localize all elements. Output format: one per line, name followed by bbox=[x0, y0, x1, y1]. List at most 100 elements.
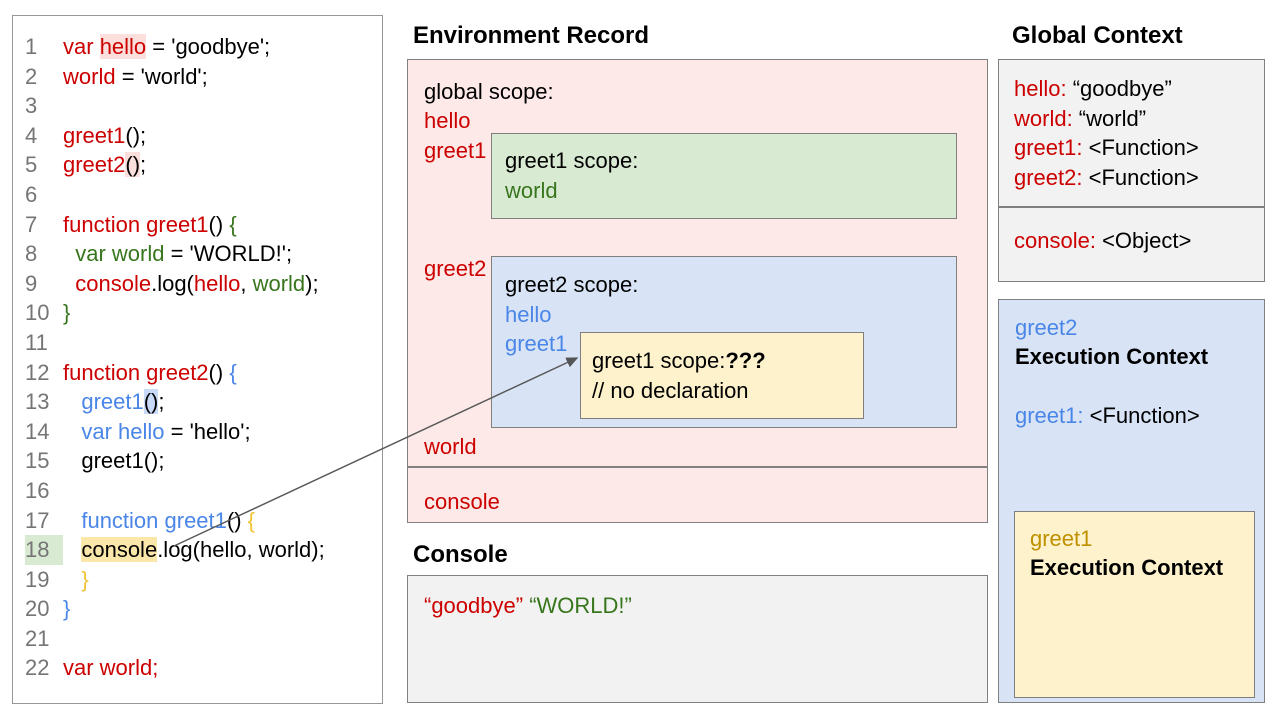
greet2-scope-heading: greet2 scope: bbox=[505, 272, 639, 297]
text-segment: function greet2 bbox=[63, 359, 209, 385]
greet1-scope-box: greet1 scope: world bbox=[491, 133, 957, 219]
line-number: 15 bbox=[25, 448, 50, 474]
text-segment: () bbox=[208, 211, 230, 237]
code-line: 9 console.log(hello, world); bbox=[25, 269, 382, 299]
text-segment: “world” bbox=[1072, 105, 1147, 131]
text-segment: <Object> bbox=[1095, 228, 1192, 253]
line-number: 2 bbox=[25, 63, 38, 89]
text-segment: .log(hello, world); bbox=[157, 537, 325, 563]
text-segment bbox=[63, 241, 75, 266]
global-context-entry-console: console: <Object> bbox=[1014, 226, 1264, 256]
line-number: 12 bbox=[25, 359, 50, 385]
text-segment: function greet1 bbox=[63, 211, 209, 237]
line-number: 16 bbox=[25, 477, 50, 503]
code-text: greet1(); bbox=[63, 121, 146, 151]
code-text: function greet1() { bbox=[63, 506, 255, 536]
text-segment: hello bbox=[193, 270, 241, 296]
text-segment: { bbox=[229, 211, 237, 237]
code-line: 22 var world; bbox=[25, 653, 382, 683]
code-text: console.log(hello, world); bbox=[63, 269, 318, 299]
line-number: 21 bbox=[25, 625, 50, 651]
greet1-unknown-scope-box: greet1 scope:??? // no declaration bbox=[580, 332, 864, 419]
text-segment: world bbox=[252, 270, 306, 296]
greet1-scope-heading: greet1 scope: bbox=[505, 148, 639, 173]
text-segment: } bbox=[81, 566, 89, 592]
global-var-greet1: greet1 bbox=[424, 138, 487, 163]
line-number: 19 bbox=[25, 566, 50, 592]
text-segment: greet1 bbox=[81, 389, 144, 415]
code-line: 21 bbox=[25, 624, 382, 654]
code-text: world = 'world'; bbox=[63, 62, 208, 92]
line-number: 4 bbox=[25, 122, 38, 148]
greet1-unknown-scope-heading: greet1 scope:??? bbox=[592, 346, 863, 376]
text-segment: greet2: bbox=[1014, 164, 1083, 190]
text-segment: () bbox=[125, 152, 141, 178]
code-line: 16 bbox=[25, 476, 382, 506]
code-line: 14 var hello = 'hello'; bbox=[25, 417, 382, 447]
console-output: “goodbye” “WORLD!” bbox=[424, 591, 987, 621]
code-line: 8 var world = 'WORLD!'; bbox=[25, 239, 382, 269]
code-text: } bbox=[63, 565, 89, 595]
code-text: function greet1() { bbox=[63, 210, 237, 240]
greet2-context-label: Execution Context bbox=[1015, 344, 1209, 369]
line-number: 3 bbox=[25, 93, 38, 119]
line-number: 8 bbox=[25, 241, 38, 267]
line-number: 14 bbox=[25, 418, 50, 444]
greet2-context-entry-greet1: greet1: <Function> bbox=[1015, 403, 1200, 429]
text-segment: world: bbox=[1014, 105, 1073, 131]
text-segment: greet1: bbox=[1015, 403, 1084, 428]
text-segment bbox=[63, 537, 81, 562]
code-text: var hello = 'hello'; bbox=[63, 417, 251, 447]
text-segment: “goodbye” bbox=[424, 593, 524, 618]
text-segment: , bbox=[240, 270, 253, 296]
code-text: } bbox=[63, 594, 70, 624]
text-segment: “goodbye” bbox=[1066, 76, 1172, 101]
text-segment: <Function> bbox=[1083, 403, 1200, 428]
text-segment: { bbox=[229, 359, 237, 385]
text-segment: var world; bbox=[63, 655, 159, 681]
console-scope-label: console bbox=[424, 489, 500, 514]
code-line: 15 greet1(); bbox=[25, 446, 382, 476]
text-segment: world bbox=[63, 63, 116, 89]
greet2-scope-box: greet2 scope: hello greet1 greet1 scope:… bbox=[491, 256, 957, 428]
text-segment: ; bbox=[140, 152, 147, 178]
line-number: 22 bbox=[25, 655, 50, 681]
global-scope-heading: global scope: bbox=[424, 79, 554, 104]
code-line: 11 bbox=[25, 328, 382, 358]
code-line: 10} bbox=[25, 298, 382, 328]
text-segment bbox=[63, 508, 81, 533]
text-segment: .log( bbox=[151, 270, 194, 296]
code-line: 2 world = 'world'; bbox=[25, 62, 382, 92]
text-segment: var world bbox=[75, 241, 165, 267]
code-text: } bbox=[63, 298, 70, 328]
line-number: 6 bbox=[25, 181, 38, 207]
code-text: greet1(); bbox=[63, 446, 164, 476]
text-segment: greet1 scope: bbox=[592, 348, 726, 373]
code-line: 17 function greet1() { bbox=[25, 506, 382, 536]
code-line: 6 bbox=[25, 180, 382, 210]
text-segment: (); bbox=[125, 122, 147, 148]
line-number: 13 bbox=[25, 389, 50, 415]
global-var-world: world bbox=[424, 434, 477, 459]
text-segment: { bbox=[247, 507, 256, 533]
code-text: var world = 'WORLD!'; bbox=[63, 239, 292, 269]
text-segment: greet1: bbox=[1014, 135, 1083, 160]
text-segment: } bbox=[63, 300, 71, 326]
text-segment: = 'WORLD!'; bbox=[164, 241, 293, 267]
line-number: 17 bbox=[25, 507, 50, 533]
line-number: 20 bbox=[25, 596, 50, 622]
text-segment bbox=[63, 567, 81, 592]
text-segment bbox=[63, 389, 81, 414]
line-number: 1 bbox=[25, 34, 38, 59]
text-segment: } bbox=[63, 596, 71, 622]
code-line: 13 greet1(); bbox=[25, 387, 382, 417]
greet1-unknown-scope-comment: // no declaration bbox=[592, 378, 749, 403]
line-number: 10 bbox=[25, 300, 50, 326]
global-var-greet2: greet2 bbox=[424, 256, 487, 281]
text-segment: = 'hello'; bbox=[164, 418, 251, 444]
